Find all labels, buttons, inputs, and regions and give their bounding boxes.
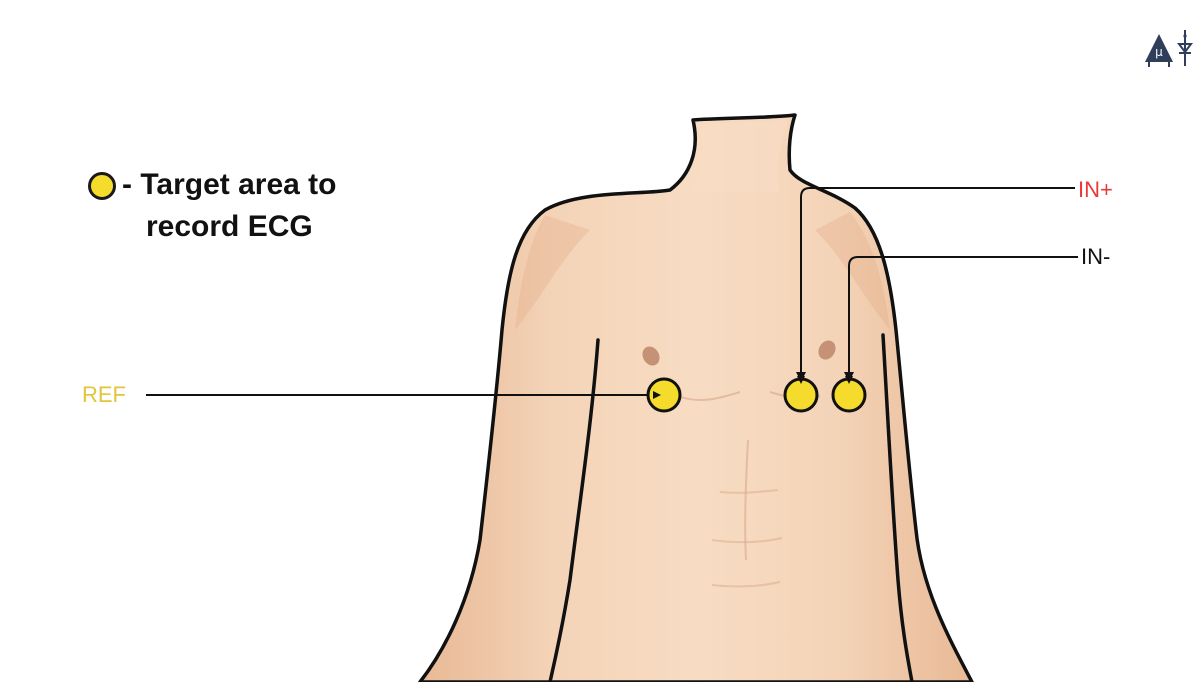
legend-line-1: - Target area to [122, 168, 337, 201]
label-ref: REF [82, 382, 126, 408]
logo-glyph: μ [1155, 45, 1163, 59]
legend-text: - Target area to record ECG [122, 164, 337, 248]
legend-marker-icon [88, 172, 116, 200]
label-in-plus: IN+ [1078, 177, 1113, 203]
electrode-ref [648, 379, 680, 411]
label-in-minus: IN- [1081, 244, 1110, 270]
mu-triangle-logo-icon: μ [1141, 28, 1195, 68]
body-silhouette [420, 115, 972, 682]
legend-line-2: record ECG [122, 206, 337, 248]
neck-shading [690, 120, 788, 192]
